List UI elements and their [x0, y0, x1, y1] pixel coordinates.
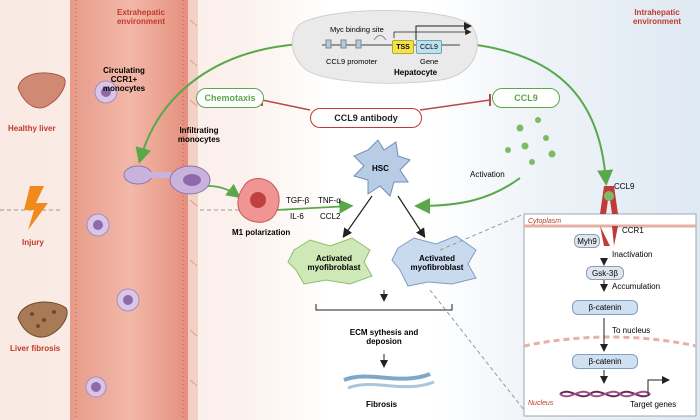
injury-label: Injury — [22, 238, 44, 247]
ccl9-gene-box: CCL9 — [416, 40, 442, 54]
intrahepatic-label: Intrahepatic environment — [632, 8, 681, 27]
beta-catenin-cytoplasm-box: β-catenin — [572, 300, 638, 315]
cytoplasm-label: Cytoplasm — [528, 218, 562, 225]
infiltrating-monocyte — [123, 165, 211, 195]
ccr1-label: CCR1 — [622, 226, 644, 235]
pathway-ccl9-label: CCL9 — [614, 182, 635, 191]
m1-macrophage — [237, 178, 280, 223]
hepatocyte-label: Hepatocyte — [394, 68, 438, 77]
myc-binding-site-label: Myc binding site — [330, 25, 384, 34]
hsc-label: HSC — [372, 164, 389, 173]
ccr1-receptor — [600, 186, 618, 246]
blood-vessel — [70, 0, 190, 420]
activation-label: Activation — [470, 170, 505, 179]
infiltrating-monocytes-label: Infiltrating monocytes — [177, 126, 221, 145]
inactivation-label: Inactivation — [612, 250, 653, 259]
ccl9-pill: CCL9 — [492, 88, 560, 108]
circulating-monocytes-label: Circulating CCR1+ monocytes — [102, 66, 146, 94]
gene-label: Gene — [420, 57, 439, 66]
chemotaxis-pill: Chemotaxis — [196, 88, 264, 108]
healthy-liver-icon — [17, 72, 66, 109]
lightning-icon — [24, 186, 48, 230]
circulating-monocytes — [85, 80, 140, 398]
ccl9-particles — [505, 117, 556, 165]
target-genes-label: Target genes — [630, 400, 677, 409]
myofibroblast-left — [287, 237, 373, 285]
extrahepatic-label: Extrahepatic environment — [116, 8, 166, 27]
myofibroblast-left-label: Activated myofibroblast — [307, 254, 361, 273]
liver-fibrosis-label: Liver fibrosis — [10, 344, 61, 353]
healthy-liver-label: Healthy liver — [8, 124, 56, 133]
gsk3b-box: Gsk-3β — [586, 266, 624, 280]
accumulation-label: Accumulation — [612, 282, 661, 291]
il6-label: IL-6 — [290, 212, 304, 221]
ccl9-antibody-pill: CCL9 antibody — [310, 108, 422, 128]
ccl2-label: CCL2 — [320, 212, 341, 221]
hsc-cell — [353, 139, 411, 197]
tss-box: TSS — [392, 40, 414, 54]
tgfb-label: TGF-β — [286, 196, 310, 205]
beta-catenin-nucleus-box: β-catenin — [572, 354, 638, 369]
myh9-box: Myh9 — [574, 234, 600, 248]
ecm-label: ECM sythesis and deposion — [349, 328, 419, 347]
fibrosis-label: Fibrosis — [366, 400, 398, 409]
myofibroblast-right — [391, 235, 477, 287]
to-nucleus-label: To nucleus — [612, 326, 651, 335]
ccl9-promoter-label: CCL9 promoter — [326, 57, 378, 66]
tnfa-label: TNF-α — [318, 196, 341, 205]
myofibroblast-right-label: Activated myofibroblast — [410, 254, 464, 273]
m1-polarization-label: M1 polarization — [232, 228, 291, 237]
nucleus-label: Nucleus — [528, 400, 554, 407]
